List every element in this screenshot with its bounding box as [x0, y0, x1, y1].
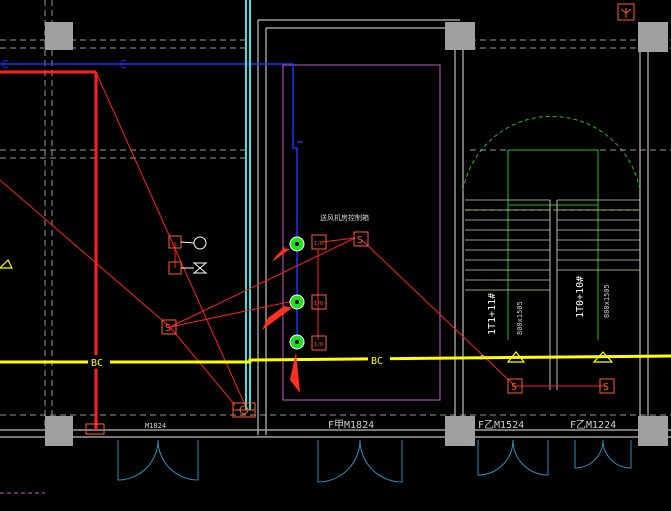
door-swings — [117, 439, 632, 483]
f-label: F — [480, 354, 484, 362]
column — [45, 416, 73, 446]
room-small-text: 送风机房控制箱 — [320, 213, 369, 222]
io-label-3: I/O — [314, 342, 323, 348]
s-devices[interactable] — [161, 231, 615, 394]
red-wiring — [0, 71, 607, 406]
io-label-1: I/O — [314, 241, 323, 247]
valve-icon — [192, 262, 208, 274]
column — [445, 416, 475, 446]
s-device-4 — [599, 378, 615, 394]
s-label-2: S — [165, 323, 171, 334]
door-label-fm1824: F甲M1824 — [328, 420, 374, 431]
door-label-fm1224: F乙M1224 — [570, 419, 616, 431]
annotation-arrows — [262, 246, 300, 393]
s-label-4: S — [603, 382, 609, 393]
pipe-c-label-2: C — [120, 58, 127, 71]
door-label-fm1524: F乙M1524 — [478, 419, 524, 431]
stair-left-sublabel: 800x1505 — [516, 301, 524, 335]
pipe-c-label-1: C — [2, 58, 9, 71]
pipe-bc-label-left: BC — [91, 358, 103, 369]
column — [445, 22, 475, 50]
io-module-1 — [311, 234, 327, 250]
green-devices[interactable] — [289, 236, 305, 350]
s-device-1 — [353, 231, 369, 247]
yellow-cable-tray — [0, 354, 671, 364]
s-device-2 — [161, 319, 177, 335]
stair-left-label: 1T1+11# — [487, 293, 498, 335]
blue-pipe — [0, 63, 303, 342]
top-right-symbol-icon — [617, 3, 635, 21]
left-control-devices[interactable] — [168, 235, 208, 275]
yellow-triangle-markers — [0, 258, 614, 363]
structural-columns — [45, 22, 668, 446]
io-module-3 — [311, 335, 327, 351]
alarm-bell-icon[interactable] — [232, 402, 256, 418]
s-label-1: S — [357, 235, 363, 246]
pipe-bc-label-right: BC — [371, 356, 383, 367]
room-outline — [282, 64, 441, 401]
cyan-pipe — [245, 0, 251, 410]
io-module-2 — [311, 294, 327, 310]
column — [45, 22, 73, 50]
s-device-3 — [507, 378, 523, 394]
stair-right-sublabel: 800x1505 — [603, 284, 611, 318]
door-label-m1824: M1824 — [145, 422, 166, 430]
column — [638, 416, 668, 446]
red-endpoint-box — [85, 423, 105, 435]
building-walls — [0, 19, 671, 438]
stair-right-label: 1T0+10# — [575, 276, 586, 318]
io-modules[interactable] — [311, 234, 327, 351]
io-label-2: I/O — [314, 301, 323, 307]
column — [638, 22, 668, 52]
s-label-3: S — [511, 382, 517, 393]
